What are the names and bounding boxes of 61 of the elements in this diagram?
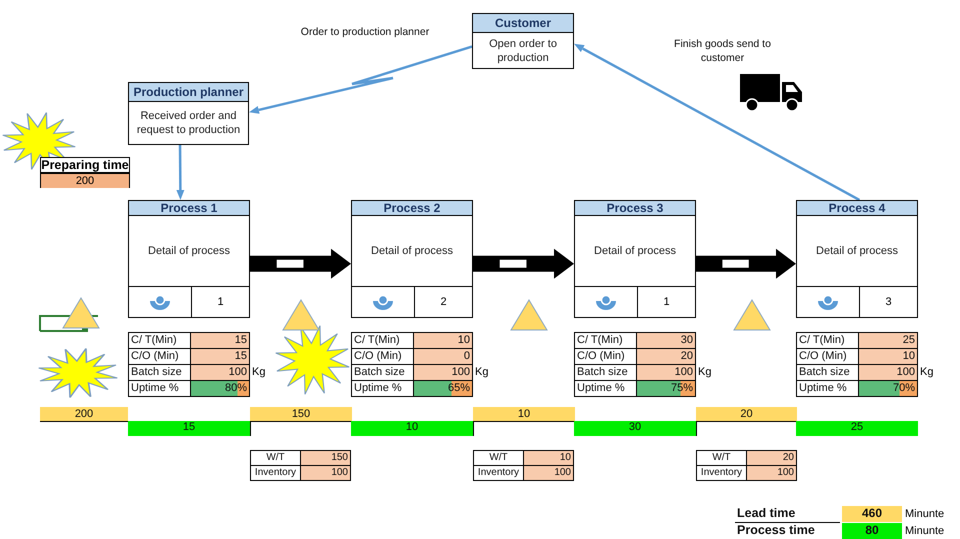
unit-label: Kg [475, 365, 488, 380]
box-title: Preparing time [41, 158, 129, 173]
process-box [574, 200, 696, 318]
parameter-value: 100 [300, 465, 351, 481]
unit-label: Kg [252, 365, 266, 380]
operator-count: 3 [885, 296, 892, 308]
operator-count: 2 [440, 296, 447, 308]
parameter-value: 10 [858, 348, 918, 365]
parameter-value: 100 [190, 364, 250, 381]
box-value: 200 [41, 173, 129, 188]
unit-label: Kg [698, 365, 712, 380]
parameter-value: 100 [523, 465, 574, 481]
process-box [128, 200, 250, 318]
unit-label: Minunte [905, 507, 944, 522]
info-box [472, 13, 574, 69]
summary-value: 460 [842, 506, 902, 522]
process-box [796, 200, 918, 318]
unit-label: Minunte [905, 524, 944, 539]
waiting-time-step: 10 [473, 407, 575, 436]
operator-count: 1 [217, 296, 224, 308]
parameter-value: 100 [858, 364, 918, 381]
box-title: Process 3 [575, 201, 695, 216]
parameter-value: 100 [413, 364, 473, 381]
process-box [351, 200, 473, 318]
data-box [40, 157, 130, 188]
process-time-step: 25 [796, 421, 918, 436]
box-description: Detail of process [816, 244, 898, 258]
operator-count: 1 [663, 296, 670, 308]
process-time-step: 30 [574, 421, 696, 436]
box-title: Production planner [129, 83, 248, 102]
parameter-value: 10 [413, 332, 473, 349]
box-description: Open order to production [488, 36, 558, 64]
parameter-value: 100 [746, 465, 797, 481]
box-title: Customer [473, 14, 573, 33]
parameter-value: 150 [300, 450, 351, 466]
box-title: Process 2 [352, 201, 472, 216]
info-box [128, 82, 249, 145]
parameter-value: 15 [190, 348, 250, 365]
summary-value: 80 [842, 523, 902, 539]
box-title: Process 4 [797, 201, 917, 216]
parameter-value: 20 [746, 450, 797, 466]
box-description: Detail of process [594, 244, 676, 258]
process-time-step: 10 [351, 421, 473, 436]
process-time-step: 15 [128, 421, 250, 436]
box-description: Received order and request to production [136, 109, 242, 137]
parameter-value: 0 [413, 348, 473, 365]
box-description: Detail of process [371, 244, 453, 258]
parameter-value: 100 [636, 364, 696, 381]
waiting-time-step: 150 [250, 407, 352, 436]
parameter-value: 15 [190, 332, 250, 349]
parameter-value: 20 [636, 348, 696, 365]
summary-label: Process time [736, 523, 816, 539]
box-description: Detail of process [148, 244, 230, 258]
parameter-value: 25 [858, 332, 918, 349]
box-title: Process 1 [129, 201, 249, 216]
waiting-time-step: 20 [696, 407, 797, 436]
edge-label: Order to production planner [300, 25, 430, 39]
parameter-value: 10 [523, 450, 574, 466]
parameter-value: 30 [636, 332, 696, 349]
unit-label: Kg [920, 365, 934, 380]
summary-label: Lead time [735, 506, 840, 523]
